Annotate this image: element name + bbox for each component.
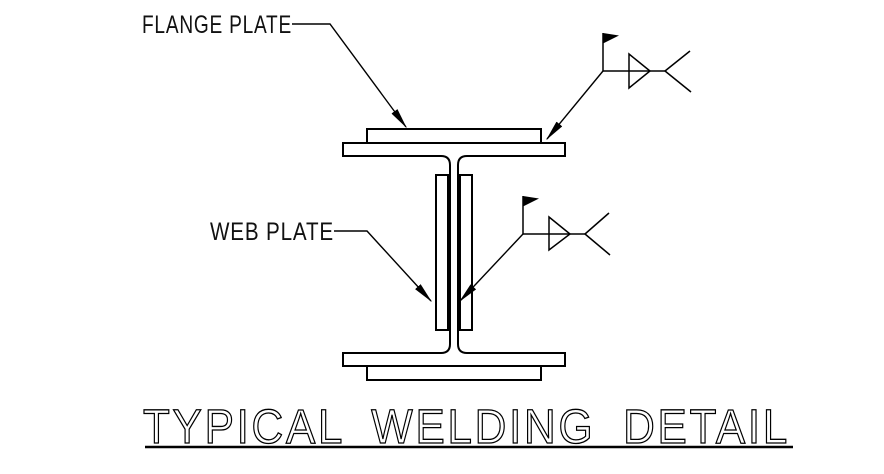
flange-plate-label: FLANGE PLATE xyxy=(142,11,292,39)
web-plate-leader-arrow xyxy=(334,230,433,303)
fillet-weld-triangle-icon xyxy=(628,52,652,90)
field-weld-flag-icon xyxy=(523,196,539,207)
weld-tail-icon xyxy=(584,233,611,256)
bottom-flange-plate xyxy=(366,365,542,381)
flange-weld-symbol xyxy=(546,33,692,141)
weld-tail-icon xyxy=(584,212,610,235)
i-beam-section xyxy=(342,142,566,367)
weld-tail-icon xyxy=(664,70,692,93)
weld-leader-arrow xyxy=(458,233,524,303)
fillet-weld-triangle-icon xyxy=(548,215,572,252)
weld-tail-icon xyxy=(664,50,691,72)
drawing-title: TYPICAL WELDING DETAIL xyxy=(143,401,790,454)
top-flange-plate xyxy=(366,128,542,144)
right-web-plate xyxy=(459,174,473,331)
field-weld-flag-icon xyxy=(603,33,619,44)
web-plate-label: WEB PLATE xyxy=(210,218,334,246)
web-weld-symbol xyxy=(458,196,611,303)
flange-plate-leader-arrow xyxy=(292,23,407,129)
left-web-plate xyxy=(435,174,449,331)
weld-leader-arrow xyxy=(546,70,604,141)
